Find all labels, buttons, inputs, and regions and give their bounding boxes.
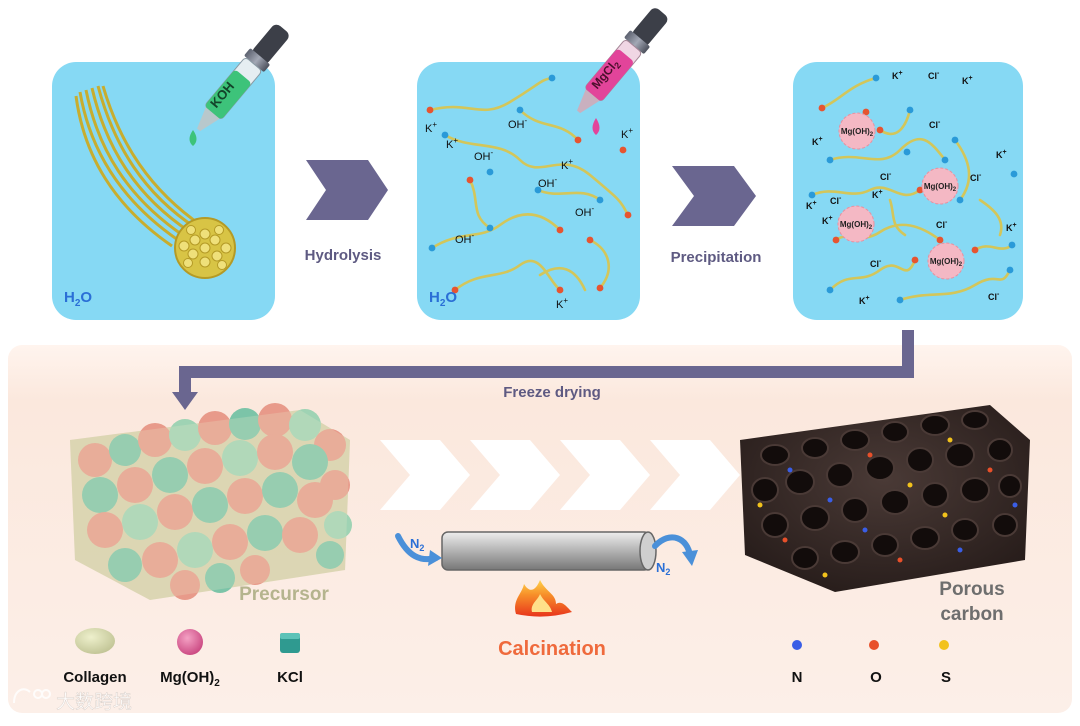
panel-2-background <box>417 62 640 320</box>
hydrolysis-label: Hydrolysis <box>305 247 382 264</box>
nitrogen-legend-dot <box>792 640 802 650</box>
precipitation-label: Precipitation <box>671 249 762 266</box>
kcl-legend-swatch <box>280 633 300 653</box>
legend-label: S <box>941 669 951 686</box>
precursor-label: Precursor <box>239 584 329 605</box>
panel-1-background <box>52 62 275 320</box>
fiber-strands <box>179 226 231 270</box>
collagen-legend-swatch <box>75 628 115 654</box>
mgoh2-legend-swatch <box>177 629 203 655</box>
legend-label: N <box>792 669 803 686</box>
oxygen-legend-dot <box>869 640 879 650</box>
watermark-text: 大数跨境 <box>56 691 132 713</box>
porous-carbon-label-line1: Porous <box>939 579 1004 600</box>
panel-hydrolysis: K+ K+ OH- OH- OH- OH- OH- K+ K+ K+ H2O M… <box>417 4 672 320</box>
arrow-hydrolysis: Hydrolysis <box>305 160 388 264</box>
sulfur-legend-dot <box>939 640 949 650</box>
calcination-label: Calcination <box>498 638 606 660</box>
legend-label: Collagen <box>63 669 126 686</box>
legend-label: KCl <box>277 669 303 686</box>
freeze-drying-label: Freeze drying <box>503 384 601 401</box>
panel-collagen-fiber: H2O KOH <box>52 20 293 320</box>
porous-carbon-label-line2: carbon <box>940 604 1003 625</box>
legend-label: O <box>870 669 882 686</box>
arrow-precipitation: Precipitation <box>671 166 762 266</box>
panel-precipitation: Mg(OH)2 Mg(OH)2 Mg(OH)2 Mg(OH)2 K+ Cl- K… <box>793 62 1023 320</box>
